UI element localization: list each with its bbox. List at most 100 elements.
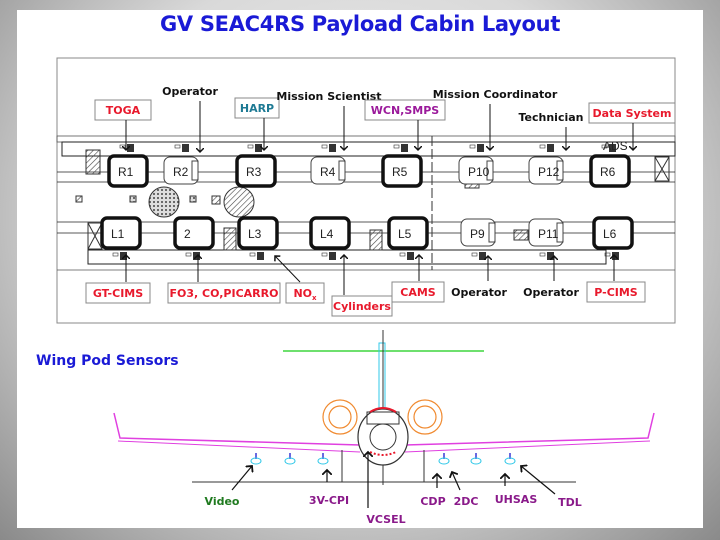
seat-label: P10 bbox=[468, 165, 490, 179]
label-cylinders: Cylinders bbox=[331, 255, 393, 317]
seat-label: P12 bbox=[538, 165, 560, 179]
cylinder-shape bbox=[148, 186, 180, 218]
wing-pod bbox=[284, 453, 296, 465]
seat-label: L5 bbox=[398, 227, 412, 241]
label-text: GT-CIMS bbox=[93, 287, 143, 300]
wing-pod bbox=[470, 453, 482, 465]
wing-section-title: Wing Pod Sensors bbox=[36, 353, 179, 369]
seat-label: L1 bbox=[111, 227, 125, 241]
seat-label: L3 bbox=[248, 227, 262, 241]
seat-r3: R3 bbox=[235, 144, 277, 188]
page-title: GV SEAC4RS Payload Cabin Layout bbox=[159, 12, 561, 36]
label-text: CAMS bbox=[400, 286, 436, 299]
label-text: NOx bbox=[293, 287, 317, 302]
label-p-cims: P-CIMS bbox=[586, 255, 646, 303]
label-toga: TOGA bbox=[94, 99, 152, 150]
pointer-arrow bbox=[275, 256, 301, 283]
sensor-3v-cpi: 3V-CPI bbox=[309, 470, 349, 507]
label-mission-coordinator: Mission Coordinator bbox=[433, 88, 558, 150]
label-cams: CAMS bbox=[391, 255, 445, 303]
seat-label: R2 bbox=[173, 165, 189, 179]
wing-pod bbox=[438, 453, 450, 465]
sensor-vcsel: VCSEL bbox=[366, 452, 406, 526]
label-text: Operator bbox=[451, 286, 507, 299]
sensor-label: VCSEL bbox=[366, 513, 405, 526]
seat-l1: L1 bbox=[100, 216, 142, 260]
label-data-system: Data System bbox=[588, 102, 676, 150]
seat-label: R6 bbox=[600, 165, 616, 179]
seat-l4: L4 bbox=[309, 216, 351, 260]
sensor-2dc: 2DC bbox=[452, 472, 478, 508]
seat-label: P11 bbox=[538, 227, 559, 241]
seat-l3: L3 bbox=[237, 216, 279, 260]
right-seat-row: R1 R2 R3 R4 R5 P10 P12 R6 bbox=[107, 144, 631, 188]
pointer-arrow bbox=[521, 466, 556, 495]
seat-r6: R6 bbox=[589, 144, 631, 188]
label-text: HARP bbox=[240, 102, 274, 115]
left-engine bbox=[322, 399, 358, 435]
label-text: Technician bbox=[518, 111, 583, 124]
pointer-arrow bbox=[452, 472, 461, 491]
seat-r5: R5 bbox=[381, 144, 423, 188]
label-text: Cylinders bbox=[333, 300, 391, 313]
seat-r4: R4 bbox=[310, 144, 346, 185]
right-engine bbox=[407, 399, 443, 435]
wing-pod bbox=[504, 453, 516, 465]
label-text: TOGA bbox=[106, 104, 141, 117]
seat-2: 2 bbox=[173, 216, 215, 260]
seat-r1: R1 bbox=[107, 144, 149, 188]
seat-label: 2 bbox=[184, 227, 191, 241]
sensor-cdp: CDP bbox=[420, 474, 446, 508]
sensor-uhsas: UHSAS bbox=[495, 474, 538, 506]
label-text: WCN,SMPS bbox=[371, 104, 440, 117]
seat-label: R4 bbox=[320, 165, 336, 179]
label-operator: Operator bbox=[523, 256, 579, 299]
seat-p10: P10 bbox=[458, 144, 494, 185]
vertical-stabilizer bbox=[378, 342, 386, 410]
sensor-video: Video bbox=[205, 466, 252, 508]
sensor-label: UHSAS bbox=[495, 493, 538, 506]
pointer-arrow bbox=[231, 466, 252, 491]
label-text: FO3, CO,PICARRO bbox=[170, 287, 279, 300]
sensor-label: TDL bbox=[558, 496, 582, 509]
seat-label: R5 bbox=[392, 165, 408, 179]
seat-p12: P12 bbox=[528, 144, 564, 185]
label-text: Operator bbox=[523, 286, 579, 299]
seat-label: P9 bbox=[470, 227, 485, 241]
seat-label: L4 bbox=[320, 227, 334, 241]
label-text: Mission Scientist bbox=[276, 90, 381, 103]
seat-l5: L5 bbox=[387, 216, 429, 260]
seat-p9: P9 bbox=[460, 218, 496, 260]
sensor-label: 2DC bbox=[454, 495, 479, 508]
sensor-labels: Video 3V-CPI VCSEL CDP 2DC UHSAS TDL bbox=[205, 452, 582, 526]
label-fo3-co-picarro: FO3, CO,PICARRO bbox=[167, 255, 281, 304]
label-operator: Operator bbox=[162, 85, 218, 152]
sensor-label: 3V-CPI bbox=[309, 494, 349, 507]
seat-label: L6 bbox=[603, 227, 617, 241]
wing-pod bbox=[317, 453, 329, 465]
label-mission-scientist: Mission Scientist bbox=[276, 90, 382, 150]
cylinder-shape bbox=[223, 186, 255, 218]
label-text: Operator bbox=[162, 85, 218, 98]
label-nox: NOx bbox=[275, 256, 325, 304]
label-operator: Operator bbox=[451, 256, 507, 299]
wing-pod bbox=[250, 453, 262, 465]
sensor-label: CDP bbox=[420, 495, 445, 508]
sensor-tdl: TDL bbox=[521, 466, 582, 509]
left-seat-row: L1 2 L3 L4 L5 P9 P11 L6 bbox=[100, 216, 634, 260]
label-harp: HARP bbox=[234, 97, 280, 150]
label-text: Data System bbox=[593, 107, 672, 120]
label-technician: Technician bbox=[518, 111, 584, 150]
seat-r2: R2 bbox=[163, 144, 199, 185]
wing-outline bbox=[113, 412, 655, 446]
seat-p11: P11 bbox=[528, 218, 564, 260]
aircraft-front-view bbox=[113, 330, 655, 485]
seat-l6: L6 bbox=[592, 216, 634, 260]
label-text: Mission Coordinator bbox=[433, 88, 558, 101]
sensor-label: Video bbox=[205, 495, 240, 508]
fuselage bbox=[357, 408, 409, 466]
label-wcn-smps: WCN,SMPS bbox=[364, 99, 446, 150]
